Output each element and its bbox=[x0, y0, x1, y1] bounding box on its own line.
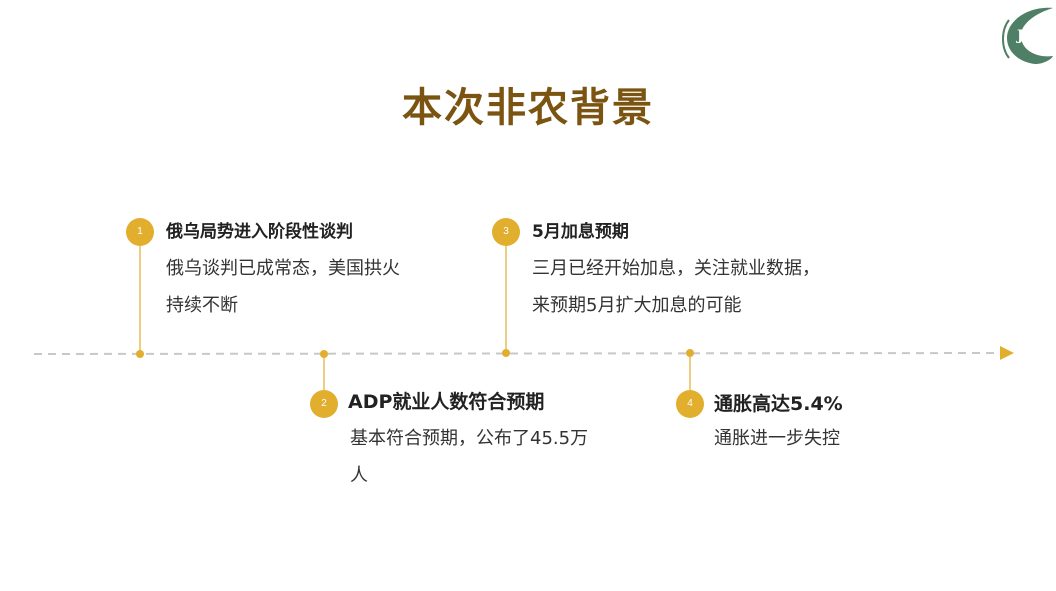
svg-text:JD: JD bbox=[1015, 28, 1036, 44]
event-title: ADP就业人数符合预期 bbox=[348, 391, 545, 413]
page-title: 本次非农背景 bbox=[402, 85, 654, 131]
event-number-badge: 1 bbox=[126, 218, 154, 246]
timeline-dot-1 bbox=[136, 350, 144, 358]
company-logo: JD bbox=[999, 2, 1055, 66]
event-description: 俄乌谈判已成常态，美国拱火 持续不断 bbox=[166, 258, 400, 316]
event-title: 通胀高达5.4% bbox=[714, 393, 843, 415]
event-description: 三月已经开始加息，关注就业数据， 来预期5月扩大加息的可能 bbox=[532, 258, 820, 316]
leaf-logo-icon: JD bbox=[1002, 7, 1053, 64]
timeline-arrow-icon bbox=[1000, 346, 1014, 360]
timeline-dot-4 bbox=[686, 349, 694, 357]
event-number-badge: 3 bbox=[492, 218, 520, 246]
event-title: 5月加息预期 bbox=[532, 222, 629, 242]
event-number-badge: 2 bbox=[310, 390, 338, 418]
event-description: 通胀进一步失控 bbox=[714, 428, 840, 449]
event-description: 基本符合预期，公布了45.5万 人 bbox=[350, 428, 589, 486]
event-title: 俄乌局势进入阶段性谈判 bbox=[166, 222, 353, 242]
timeline-dot-3 bbox=[502, 349, 510, 357]
timeline-axis bbox=[33, 352, 1001, 355]
event-number-badge: 4 bbox=[676, 390, 704, 418]
timeline-dot-2 bbox=[320, 350, 328, 358]
